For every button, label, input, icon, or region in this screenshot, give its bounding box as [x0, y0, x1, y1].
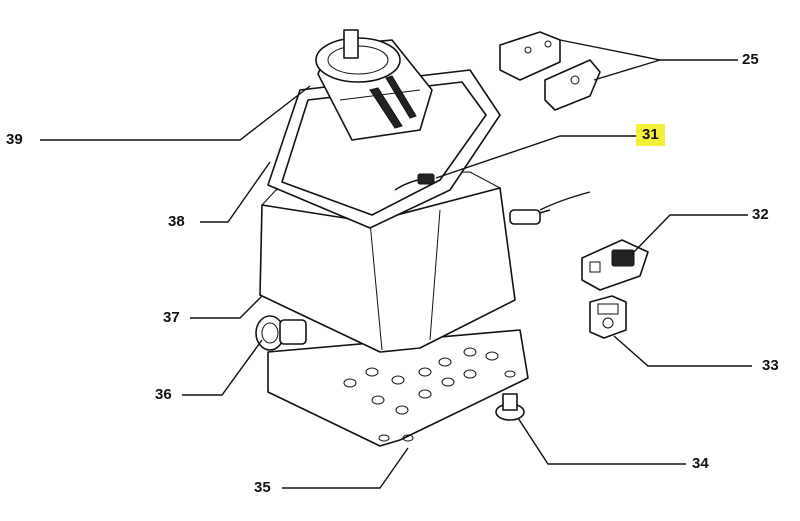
cable	[394, 173, 435, 191]
base-plate-holes	[343, 347, 516, 442]
brackets	[499, 31, 601, 111]
callout-34: 34	[692, 455, 709, 472]
circuit-board	[581, 239, 649, 291]
foot	[495, 393, 525, 421]
motor	[315, 29, 433, 141]
switch-knob	[255, 315, 307, 351]
callout-32: 32	[752, 206, 769, 223]
callout-39: 39	[6, 131, 23, 148]
frame	[267, 69, 501, 229]
callout-31-highlighted: 31	[636, 124, 665, 146]
callout-33: 33	[762, 357, 779, 374]
leader-lines	[40, 39, 752, 489]
base-plate	[267, 329, 529, 447]
callout-25: 25	[742, 51, 759, 68]
callout-35: 35	[254, 479, 271, 496]
callout-38: 38	[168, 213, 185, 230]
callout-37: 37	[163, 309, 180, 326]
power-cord	[509, 191, 591, 225]
switch-part	[589, 295, 627, 339]
callout-36: 36	[155, 386, 172, 403]
